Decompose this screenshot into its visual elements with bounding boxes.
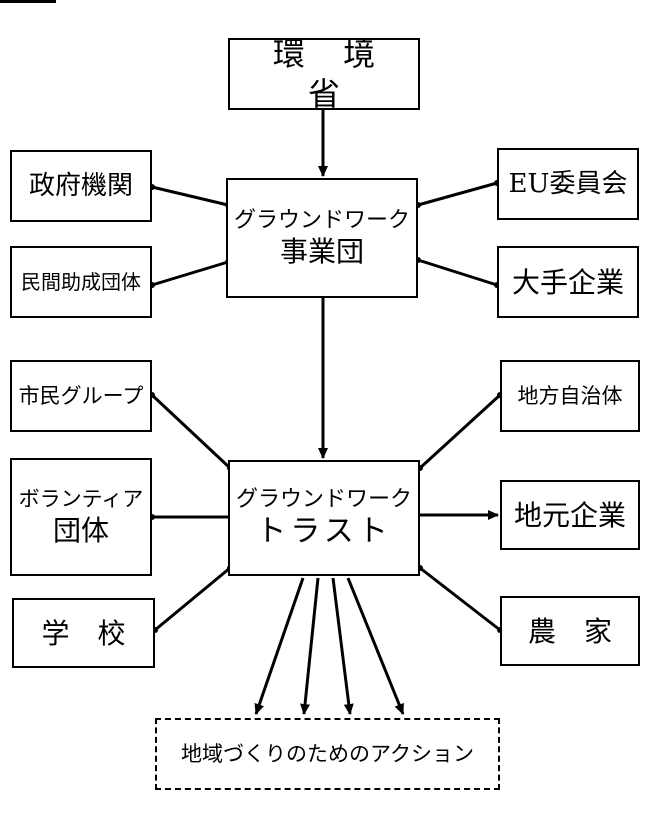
citizen-box: 市民グループ <box>10 360 152 432</box>
gov-label: 政府機関 <box>28 170 133 201</box>
local-company-label: 地元企業 <box>513 498 626 532</box>
volunteer-label-line1: ボランティア <box>18 487 144 512</box>
ministry-box: 環 境 省 <box>228 35 420 113</box>
ministry-label: 環 境 省 <box>272 35 390 113</box>
link-private-grant <box>151 260 229 287</box>
eu-box: EU委員会 <box>497 148 639 220</box>
local-gov-box: 地方自治体 <box>500 360 640 432</box>
local-gov-label: 地方自治体 <box>517 383 623 408</box>
school-box: 学 校 <box>12 598 155 668</box>
private-grant-label: 民間助成団体 <box>21 269 141 294</box>
big-company-box: 大手企業 <box>497 246 639 318</box>
arrow-action-4 <box>346 577 405 715</box>
trust-label-line2: トラスト <box>256 514 392 549</box>
arrow-action-2 <box>300 577 320 715</box>
action-label: 地域づくりのためのアクション <box>181 741 474 766</box>
farmer-box: 農 家 <box>500 596 640 666</box>
arrow-action-1 <box>254 577 305 715</box>
volunteer-label-line2: 団体 <box>52 513 109 547</box>
arrow-action-3 <box>331 577 354 715</box>
school-label: 学 校 <box>41 616 126 650</box>
link-school <box>154 566 231 632</box>
trust-label-line1: グラウンドワーク <box>235 486 412 512</box>
gov-box: 政府機関 <box>10 150 152 222</box>
eu-label: EU委員会 <box>508 168 628 199</box>
farmer-label: 農 家 <box>527 614 612 648</box>
agency-box: グラウンドワーク 事業団 <box>226 178 418 298</box>
link-gov <box>151 185 229 207</box>
big-company-label: 大手企業 <box>511 265 624 299</box>
top-edge-mark <box>0 0 56 3</box>
link-eu <box>417 181 498 207</box>
link-citizen <box>150 393 232 470</box>
trust-box: グラウンドワーク トラスト <box>228 460 420 576</box>
action-box: 地域づくりのためのアクション <box>155 718 500 790</box>
volunteer-box: ボランティア 団体 <box>10 458 152 576</box>
link-big-company <box>417 258 498 287</box>
local-company-box: 地元企業 <box>500 480 640 550</box>
link-farmer <box>419 566 501 632</box>
link-local-gov <box>418 393 502 470</box>
private-grant-box: 民間助成団体 <box>10 246 152 318</box>
agency-label-line1: グラウンドワーク <box>233 207 410 233</box>
citizen-label: 市民グループ <box>18 383 144 408</box>
agency-label-line2: 事業団 <box>279 235 364 269</box>
